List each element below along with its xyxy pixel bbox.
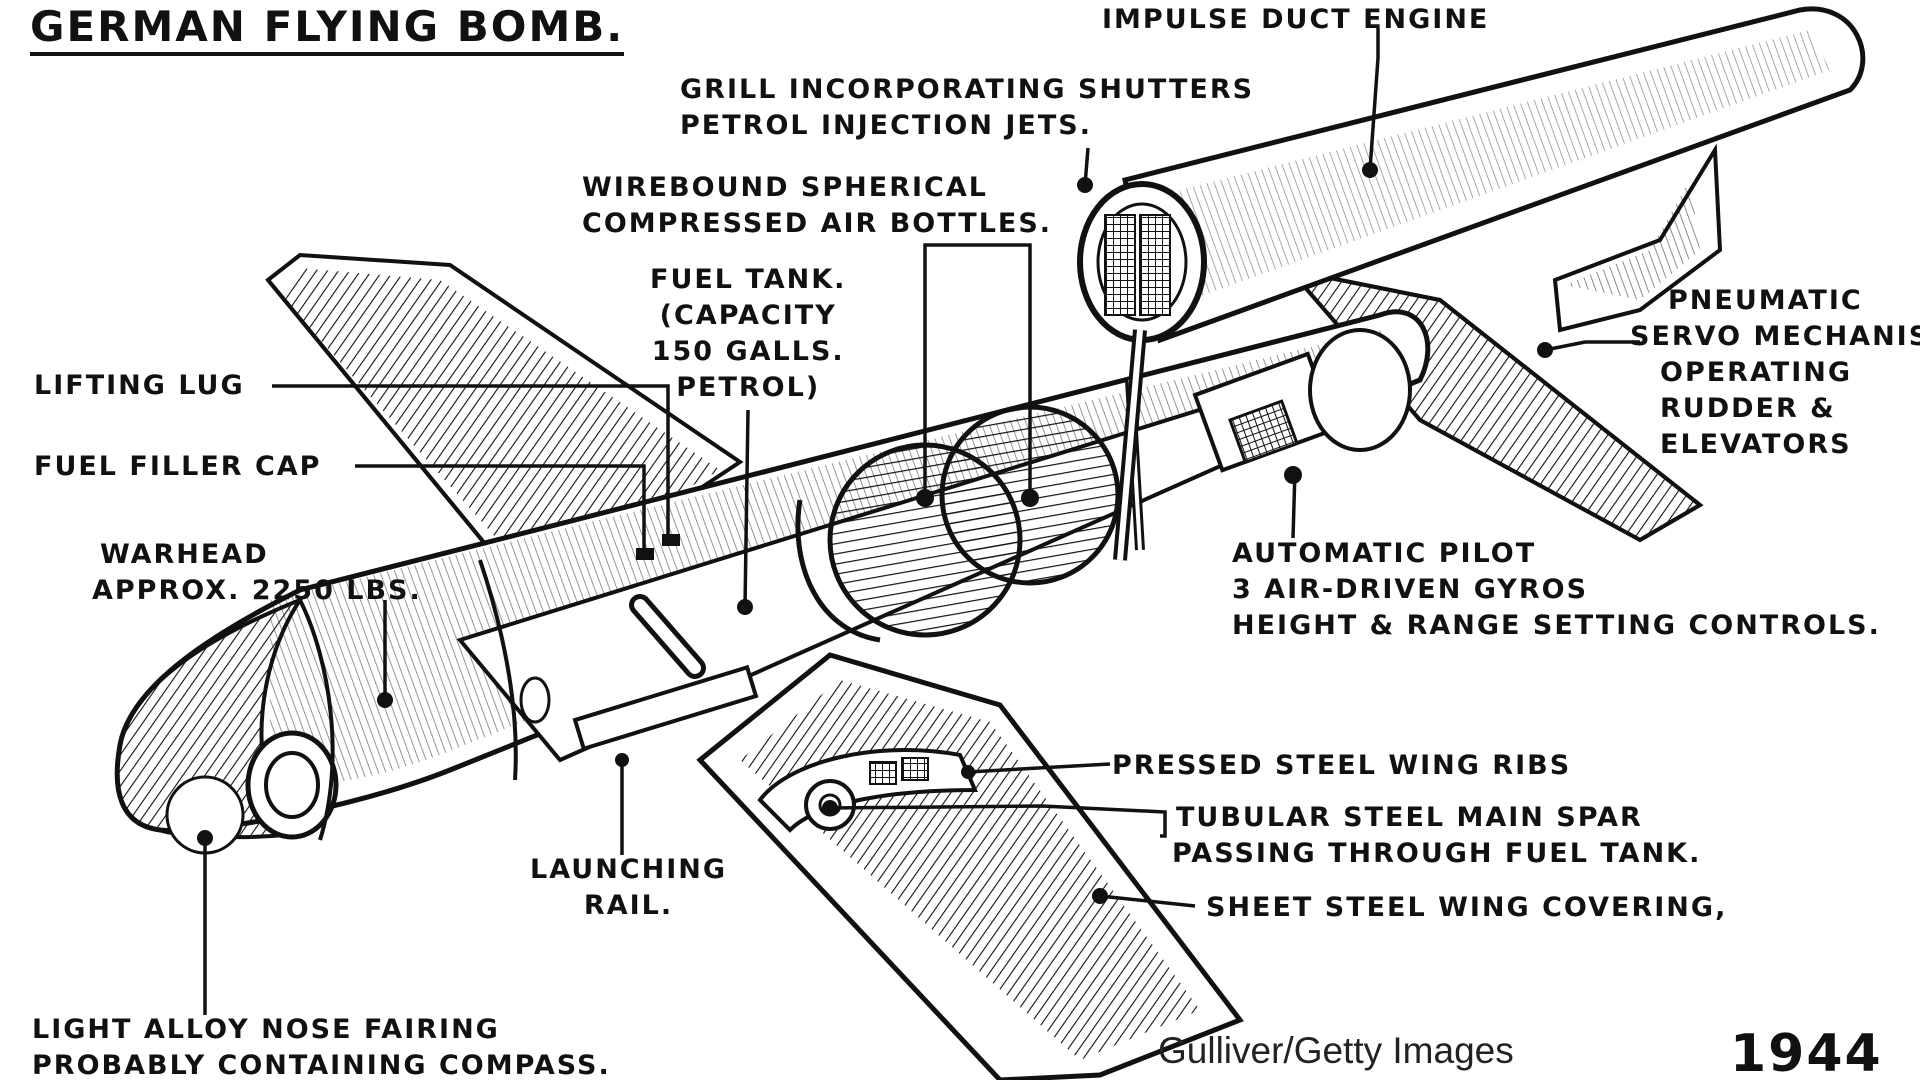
tail-fin <box>1552 143 1723 333</box>
label-impulse-duct-engine: IMPULSE DUCT ENGINE <box>1102 2 1489 38</box>
label-grill-shutters: GRILL INCORPORATING SHUTTERS PETROL INJE… <box>680 72 1254 144</box>
leader-lines <box>203 28 1640 1015</box>
label-line: 150 GALLS. <box>651 336 845 367</box>
label-line: SERVO MECHANISM <box>1630 321 1920 352</box>
label-wing-ribs: PRESSED STEEL WING RIBS <box>1112 748 1571 784</box>
image-credit: Gulliver/Getty Images <box>1158 1030 1514 1071</box>
label-line: RUDDER & <box>1660 393 1836 424</box>
leader-dots <box>197 162 1553 904</box>
upper-wing <box>265 252 744 565</box>
label-line: PRESSED STEEL WING RIBS <box>1112 750 1572 781</box>
impulse-duct-engine <box>1077 6 1866 561</box>
label-line: PROBABLY CONTAINING COMPASS. <box>32 1050 611 1081</box>
label-line: PETROL INJECTION JETS. <box>680 110 1092 141</box>
label-line: WARHEAD <box>100 539 269 570</box>
label-line: ELEVATORS <box>1660 429 1852 460</box>
label-line: GRILL INCORPORATING SHUTTERS <box>680 74 1255 105</box>
label-main-spar: TUBULAR STEEL MAIN SPAR PASSING THROUGH … <box>1172 800 1701 872</box>
label-line: PASSING THROUGH FUEL TANK. <box>1172 838 1702 869</box>
label-automatic-pilot: AUTOMATIC PILOT 3 AIR-DRIVEN GYROS HEIGH… <box>1232 536 1881 644</box>
label-nose-fairing: LIGHT ALLOY NOSE FAIRING PROBABLY CONTAI… <box>32 1012 611 1084</box>
diagram-title: GERMAN FLYING BOMB. <box>30 4 625 56</box>
label-line: SHEET STEEL WING COVERING, <box>1206 892 1728 923</box>
label-line: LIGHT ALLOY NOSE FAIRING <box>32 1014 500 1045</box>
label-fuel-filler-cap: FUEL FILLER CAP <box>34 449 321 485</box>
label-line: IMPULSE DUCT ENGINE <box>1102 4 1490 35</box>
label-line: LAUNCHING <box>530 854 728 885</box>
autopilot-assembly <box>1125 328 1412 551</box>
label-fuel-tank: FUEL TANK. (CAPACITY 150 GALLS. PETROL) <box>650 262 846 406</box>
label-line: LIFTING LUG <box>34 370 245 401</box>
label-air-bottles: WIREBOUND SPHERICAL COMPRESSED AIR BOTTL… <box>582 170 1052 242</box>
label-line: 3 AIR-DRIVEN GYROS <box>1232 574 1589 605</box>
air-bottles <box>795 404 1121 643</box>
label-servo-mechanism: PNEUMATIC SERVO MECHANISM OPERATING RUDD… <box>1630 283 1920 463</box>
label-line: (CAPACITY <box>659 300 837 331</box>
lower-wing <box>696 652 1244 1080</box>
label-line: TUBULAR STEEL MAIN SPAR <box>1176 802 1643 833</box>
label-warhead: WARHEAD APPROX. 2250 LBS. <box>92 537 422 609</box>
label-line: FUEL FILLER CAP <box>34 451 322 482</box>
label-line: PNEUMATIC <box>1668 285 1863 316</box>
label-line: WIREBOUND SPHERICAL <box>582 172 988 203</box>
label-line: AUTOMATIC PILOT <box>1232 538 1537 569</box>
label-line: PETROL) <box>676 372 821 403</box>
label-wing-covering: SHEET STEEL WING COVERING, <box>1206 890 1727 926</box>
label-line: COMPRESSED AIR BOTTLES. <box>582 208 1053 239</box>
label-line: OPERATING <box>1660 357 1852 388</box>
label-launching-rail: LAUNCHING RAIL. <box>530 852 727 924</box>
label-line: HEIGHT & RANGE SETTING CONTROLS. <box>1232 610 1881 641</box>
year-label: 1944 <box>1730 1024 1883 1084</box>
label-line: APPROX. 2250 LBS. <box>92 575 422 606</box>
label-line: RAIL. <box>583 890 674 921</box>
label-lifting-lug: LIFTING LUG <box>34 368 245 404</box>
label-line: FUEL TANK. <box>650 264 847 295</box>
